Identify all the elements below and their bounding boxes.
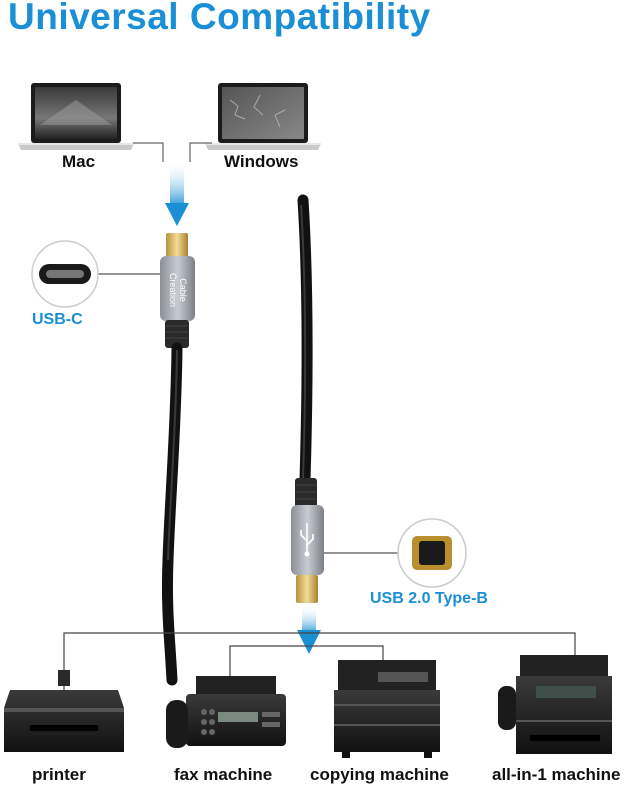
usb-b-label: USB 2.0 Type-B bbox=[370, 590, 488, 607]
fax-machine-label: fax machine bbox=[174, 765, 273, 784]
down-arrow-icon bbox=[165, 160, 189, 226]
printer-label: printer bbox=[32, 765, 86, 784]
down-arrow-icon bbox=[297, 605, 321, 654]
usb-b-port-icon bbox=[397, 518, 467, 588]
printer-icon bbox=[4, 670, 124, 752]
windows-connector-line bbox=[189, 142, 212, 162]
windows-label: Windows bbox=[224, 152, 299, 171]
usb-b-connector bbox=[291, 478, 324, 603]
usb-b-cable bbox=[297, 194, 313, 486]
all-in-one-icon bbox=[498, 655, 612, 754]
page-title: Universal Compatibility bbox=[8, 0, 431, 37]
mac-laptop-icon bbox=[18, 83, 134, 150]
mac-label: Mac bbox=[62, 152, 96, 171]
usb-c-connector bbox=[160, 233, 195, 348]
brand-label: Cable Creation bbox=[168, 272, 188, 308]
fax-machine-icon bbox=[166, 676, 286, 748]
usb-c-label: USB-C bbox=[32, 311, 83, 328]
all-in-one-label: all-in-1 machine bbox=[492, 765, 621, 784]
copier-icon bbox=[334, 660, 440, 758]
usb-c-port-icon bbox=[31, 240, 99, 308]
windows-laptop-icon bbox=[205, 83, 321, 150]
distribution-lines bbox=[63, 632, 576, 690]
copying-machine-label: copying machine bbox=[310, 765, 449, 784]
mac-connector-line bbox=[133, 142, 164, 162]
